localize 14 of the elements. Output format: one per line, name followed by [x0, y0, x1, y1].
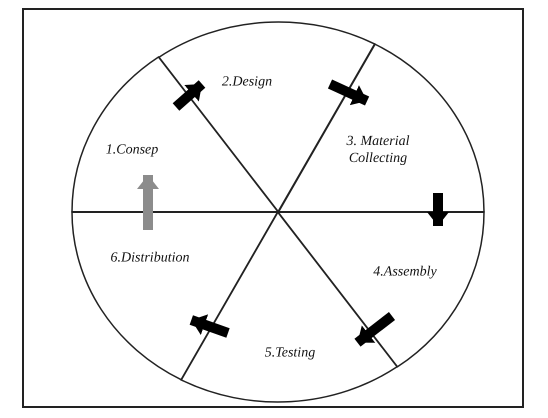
stage-label: 5.Testing	[264, 344, 316, 362]
cycle-sector	[278, 44, 484, 212]
cycle-sector	[72, 57, 278, 212]
block-arrow	[328, 79, 370, 106]
block-arrow	[137, 175, 159, 230]
block-arrow	[190, 314, 230, 338]
block-arrow	[172, 80, 206, 111]
stage-label: 3. Material Collecting	[346, 132, 410, 167]
block-arrow	[427, 193, 449, 226]
stage-label: 6.Distribution	[110, 250, 190, 266]
stage-label: 1.Consep	[106, 141, 158, 158]
stage-label: 2.Design	[222, 73, 272, 90]
stage-label: 4.Assembly	[373, 264, 437, 280]
block-arrow	[354, 312, 396, 347]
